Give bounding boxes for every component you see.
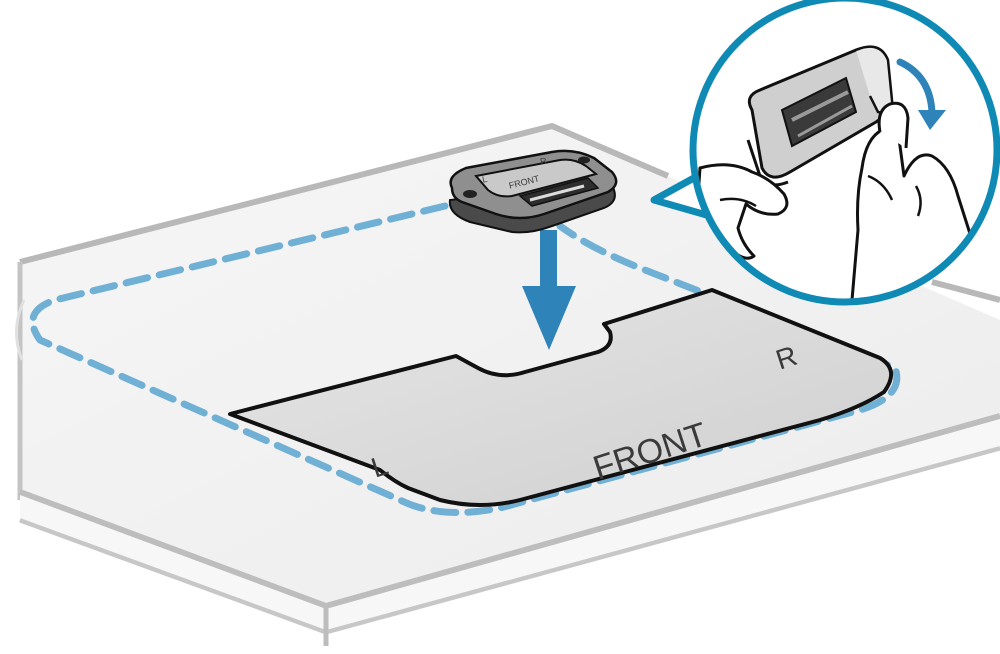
mount-template: L FRONT R: [228, 288, 893, 507]
mount-template-shape: [228, 288, 893, 507]
pad-slot: [780, 76, 858, 148]
down-arrow-icon: [522, 230, 576, 350]
mounting-bracket: L FRONT R: [448, 149, 618, 234]
placement-dashed-outline: [29, 202, 901, 516]
zoom-callout: [650, 0, 1000, 306]
zoom-circle-ring: [689, 0, 1000, 306]
surface-right-edge: [931, 279, 1000, 303]
bracket-label-right: R: [539, 155, 548, 166]
surface-shade-line: [15, 299, 26, 361]
surface-back-edge: [19, 123, 670, 265]
curved-arrow-icon: [896, 58, 946, 130]
bracket-label-left: L: [481, 174, 488, 185]
